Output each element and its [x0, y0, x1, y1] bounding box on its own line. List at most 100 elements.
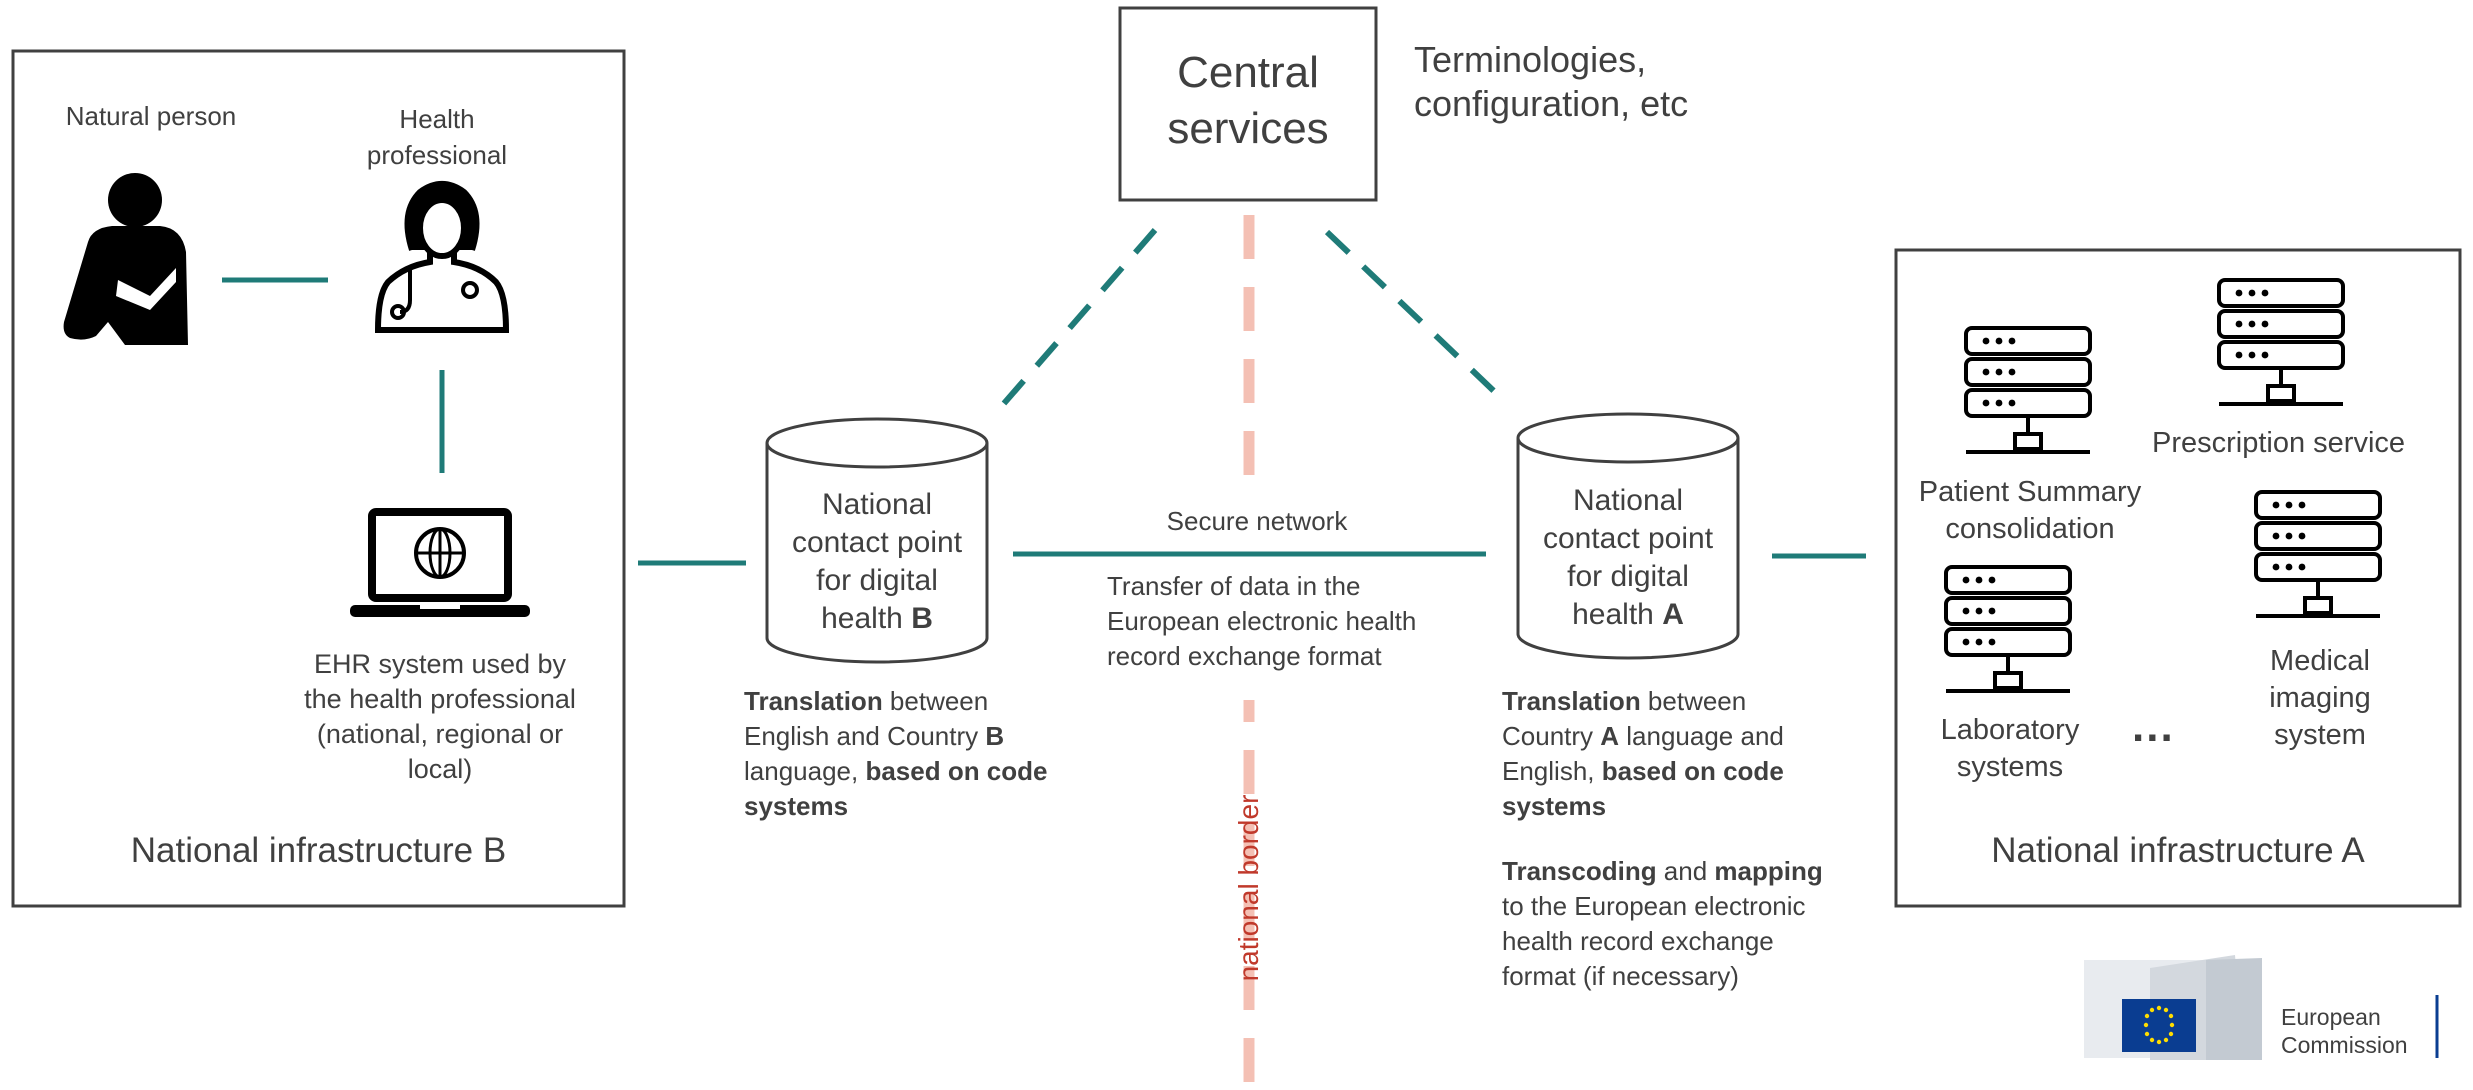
ncp-a-description: Translation between Country A language a… — [1502, 684, 1784, 824]
mapping-bold: mapping — [1714, 856, 1823, 886]
transcoding-line2: to the European electronic — [1502, 891, 1806, 921]
ehr-line2: the health professional — [304, 684, 576, 714]
ncp-a-letter: A — [1662, 598, 1684, 631]
ncp-a-line2: contact point — [1542, 522, 1714, 555]
patient-line2: consolidation — [1945, 513, 2115, 545]
natural-person-label: Natural person — [65, 101, 237, 131]
central-services-box — [1118, 6, 1378, 202]
ncp-a-line3: for digital — [1567, 560, 1689, 593]
ncp-b-desc-line2: English and Country B — [744, 719, 1048, 754]
ncp-b-line3: for digital — [816, 564, 938, 597]
ncp-a-desc-systems: systems — [1502, 791, 1607, 821]
ehr-line4: local) — [407, 754, 473, 784]
medical-imaging-label: Medical imaging system — [2238, 643, 2402, 754]
medical-line3: system — [2274, 719, 2366, 751]
central-services-note: Terminologies, configuration, etc — [1414, 38, 1688, 126]
patient-line1: Patient Summary — [1918, 476, 2142, 508]
ncp-b-label: National contact point for digital healt… — [767, 486, 987, 638]
ncp-b-cylinder — [765, 417, 989, 664]
central-note-line1: Terminologies, — [1414, 39, 1647, 80]
more-systems-ellipsis: ... — [2132, 702, 2175, 751]
ncp-a-desc-line1: Translation between — [1502, 684, 1784, 719]
ncp-a-desc-letter: A — [1600, 721, 1620, 751]
dashed-link-central-ncpb — [997, 228, 1158, 410]
transfer-line1: Transfer of data in the — [1107, 571, 1361, 601]
ncp-a-desc-line4: systems — [1502, 789, 1784, 824]
dashed-link-central-ncpa — [1324, 229, 1500, 397]
ncp-a-line4-prefix: health — [1572, 598, 1663, 631]
ncp-b-desc-translation: Translation — [744, 686, 883, 716]
ncp-b-desc-line4: systems — [744, 789, 1048, 824]
transcoding-description: Transcoding and mapping to the European … — [1502, 854, 1823, 994]
national-border-label: national border — [1233, 794, 1264, 982]
ncp-b-desc-english: English and Country — [744, 721, 986, 751]
lab-line2: systems — [1956, 751, 2064, 783]
ehr-line3: (national, regional or — [316, 719, 564, 749]
ncp-b-description: Translation between English and Country … — [744, 684, 1048, 824]
patient-icon — [63, 173, 188, 345]
ncp-b-desc-line3: language, based on code — [744, 754, 1048, 789]
ec-line1: European — [2281, 1004, 2381, 1030]
ncp-a-desc-line3: English, based on code — [1502, 754, 1784, 789]
ncp-b-line4-prefix: health — [821, 602, 912, 635]
transcoding-bold: Transcoding — [1502, 856, 1657, 886]
ncp-b-desc-based: based on code — [865, 756, 1048, 786]
ncp-a-desc-line2: Country A language and — [1502, 719, 1784, 754]
ehr-laptop-icon — [350, 508, 530, 617]
central-services-title: Central services — [1120, 45, 1376, 157]
central-title-line2: services — [1167, 104, 1329, 153]
ncp-b-desc-letter: B — [985, 721, 1005, 751]
ncp-a-desc-english: English, — [1502, 756, 1602, 786]
secure-network-label: Secure network — [1166, 506, 1348, 536]
central-title-line1: Central — [1177, 48, 1319, 97]
central-note-line2: configuration, etc — [1414, 83, 1689, 124]
ncp-b-line4: health B — [767, 600, 987, 638]
european-commission-text: European Commission — [2281, 1003, 2408, 1059]
transcoding-line1: Transcoding and mapping — [1502, 854, 1823, 889]
medical-line2: imaging — [2269, 682, 2371, 714]
ncp-a-desc-translation: Translation — [1502, 686, 1641, 716]
doctor-icon — [374, 181, 510, 333]
ncp-a-desc-based: based on code — [1601, 756, 1784, 786]
ncp-a-desc-between: between — [1640, 686, 1747, 716]
ncp-b-desc-between: between — [882, 686, 989, 716]
ncp-a-desc-country: Country — [1502, 721, 1601, 751]
medical-line1: Medical — [2270, 645, 2370, 677]
lab-line1: Laboratory — [1940, 714, 2080, 746]
ncp-b-desc-line1: Translation between — [744, 684, 1048, 719]
ehr-line1: EHR system used by — [313, 649, 567, 679]
european-commission-logo — [2084, 955, 2439, 1060]
transfer-line3: record exchange format — [1107, 641, 1382, 671]
ncp-a-line1: National — [1572, 484, 1684, 517]
ncp-a-desc-language: language and — [1619, 721, 1784, 751]
ncp-b-desc-systems: systems — [744, 791, 849, 821]
ncp-b-desc-language: language, — [744, 756, 866, 786]
health-professional-label: Health professional — [322, 101, 552, 173]
transcoding-and: and — [1656, 856, 1715, 886]
health-prof-line1: Health — [399, 104, 475, 134]
prescription-service-label: Prescription service — [2152, 427, 2406, 459]
infra-a-title: National infrastructure A — [1991, 831, 2365, 870]
transfer-description: Transfer of data in the European electro… — [1107, 569, 1416, 674]
server-icon-patient-summary — [1964, 326, 2092, 454]
ncp-b-line1: National — [821, 488, 933, 521]
ehr-system-label: EHR system used by the health profession… — [290, 647, 590, 787]
patient-summary-label: Patient Summary consolidation — [1900, 474, 2160, 548]
ncp-a-label: National contact point for digital healt… — [1518, 482, 1738, 634]
server-icon-medical-imaging — [2254, 490, 2382, 618]
infra-a-box — [1894, 248, 2462, 908]
infra-b-box — [11, 49, 626, 908]
ec-line2: Commission — [2281, 1032, 2408, 1058]
transcoding-line3: health record exchange — [1502, 926, 1774, 956]
ncp-a-cylinder — [1516, 412, 1740, 660]
server-icon-laboratory — [1944, 565, 2072, 693]
laboratory-systems-label: Laboratory systems — [1920, 712, 2100, 786]
transfer-line2: European electronic health — [1107, 606, 1417, 636]
transcoding-line4: format (if necessary) — [1502, 961, 1739, 991]
infra-b-title: National infrastructure B — [130, 831, 507, 870]
ncp-b-letter: B — [911, 602, 933, 635]
ncp-a-line4: health A — [1518, 596, 1738, 634]
ncp-b-line2: contact point — [791, 526, 963, 559]
health-prof-line2: professional — [366, 140, 508, 170]
server-icon-prescription — [2217, 278, 2345, 406]
